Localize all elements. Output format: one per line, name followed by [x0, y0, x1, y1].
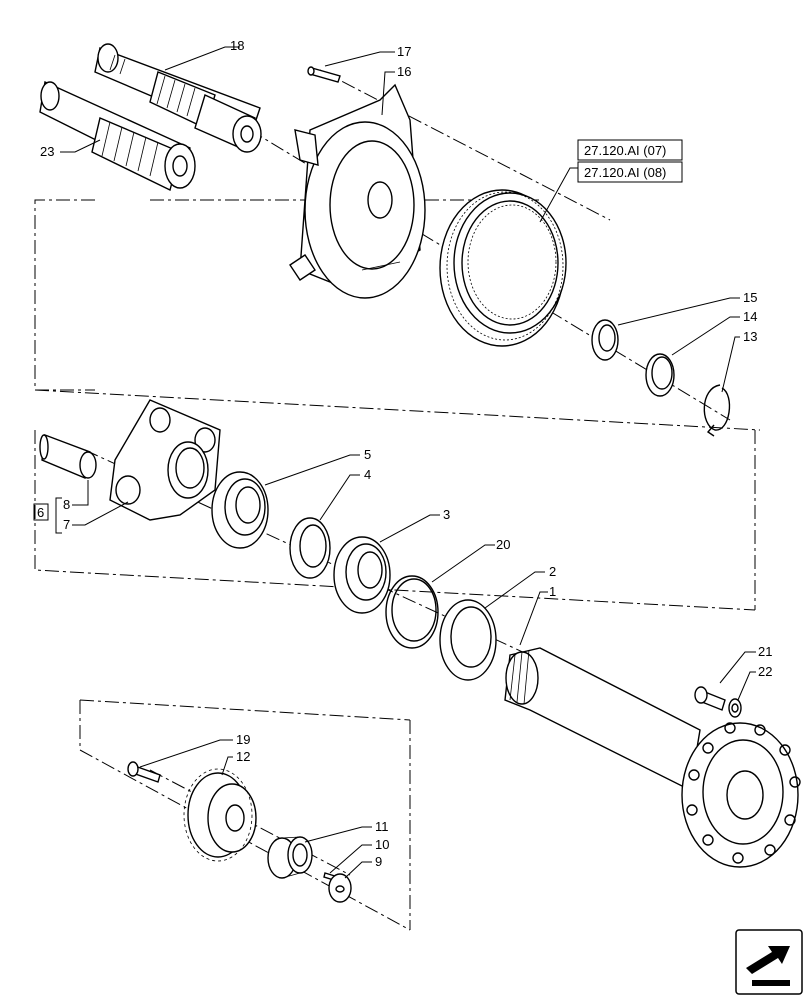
- part-23-splined-shaft: [39, 80, 196, 192]
- part-1-axle-shaft: [504, 647, 801, 868]
- reference-27-120-ai-07: 27.120.AI (07): [584, 143, 666, 158]
- part-16-carrier-housing: [289, 83, 426, 299]
- callout-15: 15: [743, 290, 757, 305]
- leader-lines: [60, 46, 756, 879]
- callout-14: 14: [743, 309, 757, 324]
- part-12-gear: [183, 768, 257, 862]
- part-19-bolt: [127, 761, 161, 783]
- reference-27-120-ai-08: 27.120.AI (08): [584, 165, 666, 180]
- part-20-snap-ring: [385, 575, 439, 649]
- callout-6: 6: [37, 505, 44, 520]
- part-11-needle-bearing: [267, 836, 313, 879]
- callout-1: 1: [549, 584, 556, 599]
- callout-22: 22: [758, 664, 772, 679]
- group-bracket-6: [33, 497, 62, 534]
- page-navigation-arrow-icon[interactable]: [735, 929, 803, 995]
- callout-2: 2: [549, 564, 556, 579]
- part-9-washer: [328, 873, 352, 903]
- part-21-bolt: [694, 686, 726, 711]
- callout-11: 11: [375, 819, 389, 834]
- callout-9: 9: [375, 854, 382, 869]
- callout-21: 21: [758, 644, 772, 659]
- callout-5: 5: [364, 447, 371, 462]
- reference-box-1: [577, 139, 683, 161]
- part-2-thrust-washer: [439, 599, 497, 681]
- part-13-circlip: [703, 384, 731, 437]
- callout-16: 16: [397, 64, 411, 79]
- callout-3: 3: [443, 507, 450, 522]
- callout-labels: 18 23 17 16 15 14 13 5 4 3 20 2 1 6 8 7 …: [37, 38, 772, 869]
- callout-23: 23: [40, 144, 54, 159]
- part-3-bearing: [333, 536, 391, 614]
- callout-7: 7: [63, 517, 70, 532]
- part-8-pin: [39, 434, 97, 479]
- part-7-flange-carrier: [109, 399, 221, 521]
- part-17-pin: [307, 66, 341, 83]
- reference-boxes: 27.120.AI (07) 27.120.AI (08): [577, 139, 683, 183]
- callout-12: 12: [236, 749, 250, 764]
- callout-4: 4: [364, 467, 371, 482]
- part-15-washer: [591, 319, 619, 361]
- callout-17: 17: [397, 44, 411, 59]
- part-5-bearing: [211, 471, 269, 549]
- reference-box-2: [577, 161, 683, 183]
- part-14-shim: [645, 353, 675, 397]
- callout-13: 13: [743, 329, 757, 344]
- callout-20: 20: [496, 537, 510, 552]
- part-4-seal-ring: [289, 517, 331, 579]
- callout-8: 8: [63, 497, 70, 512]
- callout-10: 10: [375, 837, 389, 852]
- part-22-washer: [728, 698, 742, 718]
- callout-19: 19: [236, 732, 250, 747]
- ring-gear: [439, 189, 567, 347]
- part-18-splined-shaft: [94, 43, 262, 153]
- callout-18: 18: [230, 38, 244, 53]
